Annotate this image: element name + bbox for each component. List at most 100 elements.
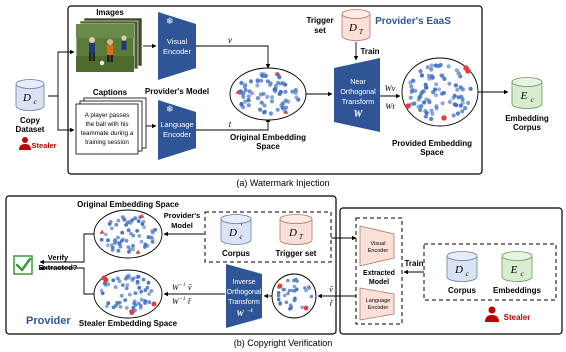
svg-text:c: c	[33, 98, 37, 106]
trigger-point	[235, 89, 241, 94]
svg-text:c: c	[530, 96, 534, 104]
t-symbol: t	[229, 119, 232, 129]
embedding-point	[423, 114, 428, 119]
embedding-point	[293, 289, 297, 293]
embedding-corpus-cylinder: E c	[511, 77, 543, 109]
embedding-point	[121, 237, 125, 242]
embedding-point	[110, 245, 115, 250]
embedding-point	[278, 89, 283, 95]
trigger-set-cylinder-bottom: D T	[279, 214, 313, 245]
embedding-point	[150, 240, 155, 244]
inverse-transform-block	[226, 264, 262, 328]
embedding-point	[429, 63, 434, 68]
stealer-ec-cylinder: E c	[501, 251, 533, 282]
embedding-point	[294, 277, 298, 282]
embedding-point	[138, 306, 143, 310]
extracted-visual-encoder	[359, 225, 395, 267]
embedding-point	[116, 248, 121, 253]
trigger-set-label-2: set	[314, 26, 326, 35]
embedding-point	[99, 288, 104, 293]
embedding-point	[258, 107, 263, 112]
embedding-point	[142, 225, 147, 230]
embedding-point	[130, 218, 135, 223]
embedding-point	[150, 236, 155, 241]
v-tilde-symbol: ṽ	[329, 285, 333, 294]
bottom-original-space-label: Original Embedding Space	[77, 200, 179, 209]
embedding-point	[259, 78, 264, 83]
embedding-point	[275, 80, 281, 85]
trigger-point	[129, 309, 135, 315]
provider-panel	[5, 195, 337, 335]
stealer-embedding-dots	[99, 273, 157, 315]
embedding-point	[429, 67, 434, 72]
embedding-point	[109, 226, 114, 231]
embedding-point	[106, 238, 110, 243]
bottom-providers-model-label-1: Provider's	[164, 211, 200, 220]
wv-symbol: Wv	[385, 83, 396, 93]
embedding-point	[418, 69, 423, 74]
stealer-space-label: Stealer Embedding Space	[79, 319, 178, 328]
embedding-corpus-label-1: Embedding	[505, 114, 549, 123]
train-label-bottom: Train	[404, 259, 423, 268]
embedding-point	[430, 75, 435, 80]
language-encoder-label-1: Language	[160, 120, 193, 129]
bottom-original-dots	[99, 213, 158, 254]
embedding-point	[447, 81, 452, 86]
embedding-point	[280, 101, 285, 106]
embedding-point	[123, 298, 128, 302]
embedding-point	[137, 234, 142, 238]
visual-encoder-label-1: Visual	[167, 37, 188, 46]
language-encoder-top	[158, 100, 196, 160]
embedding-point	[125, 283, 130, 287]
embedding-point	[280, 105, 285, 110]
stealer-person-icon-top	[19, 137, 31, 150]
embedding-point	[120, 230, 125, 235]
svg-text:E: E	[520, 90, 528, 102]
embedding-point	[442, 76, 447, 81]
embedding-point	[451, 113, 456, 118]
trigger-point	[277, 283, 283, 289]
embedding-point	[149, 289, 154, 293]
winv-v-label: W −1 ṽ	[172, 282, 192, 292]
embedding-point	[147, 292, 152, 296]
embedding-point	[125, 274, 129, 279]
embedding-point	[427, 76, 432, 81]
train-label-top: Train	[360, 47, 379, 56]
embedding-point	[120, 283, 125, 287]
extracted-model-label-2: Model	[369, 279, 389, 286]
embedding-point	[118, 244, 123, 249]
provided-space-label-1: Provided Embedding	[392, 139, 472, 148]
original-space-label-1: Original Embedding	[230, 133, 306, 142]
embedding-point	[131, 247, 136, 252]
stealer-panel	[339, 207, 563, 335]
embedding-point	[241, 94, 246, 99]
svg-text:′: ′	[240, 222, 242, 231]
extracted-language-label-1: Language	[366, 298, 390, 304]
inverse-label-3: Transform	[228, 299, 260, 306]
trigger-point	[99, 229, 105, 234]
embedding-point	[136, 274, 141, 279]
eaas-panel	[67, 5, 483, 175]
embedding-point	[153, 227, 158, 232]
embedding-point	[268, 111, 273, 116]
trigger-point	[303, 305, 309, 311]
svg-text:−1: −1	[247, 308, 253, 314]
trigger-set-label-1: Trigger	[306, 16, 333, 25]
embedding-point	[246, 103, 251, 108]
dc-prime-corpus-label: Corpus	[222, 249, 251, 258]
embedding-point	[255, 96, 260, 101]
embedding-point	[133, 291, 138, 295]
embedding-point	[438, 62, 443, 68]
svg-text:c: c	[520, 270, 524, 278]
provider-label: Provider	[26, 315, 71, 327]
embedding-point	[106, 282, 111, 287]
copy-dataset-label-2: Dataset	[16, 125, 45, 134]
embedding-point	[147, 300, 152, 305]
verify-lower-arrow	[39, 265, 94, 295]
embedding-point	[118, 305, 123, 309]
embedding-point	[113, 238, 117, 243]
embedding-point	[122, 217, 127, 222]
trigger-point	[135, 249, 141, 254]
embedding-point	[418, 94, 423, 99]
original-space-label-2: Space	[256, 142, 280, 151]
